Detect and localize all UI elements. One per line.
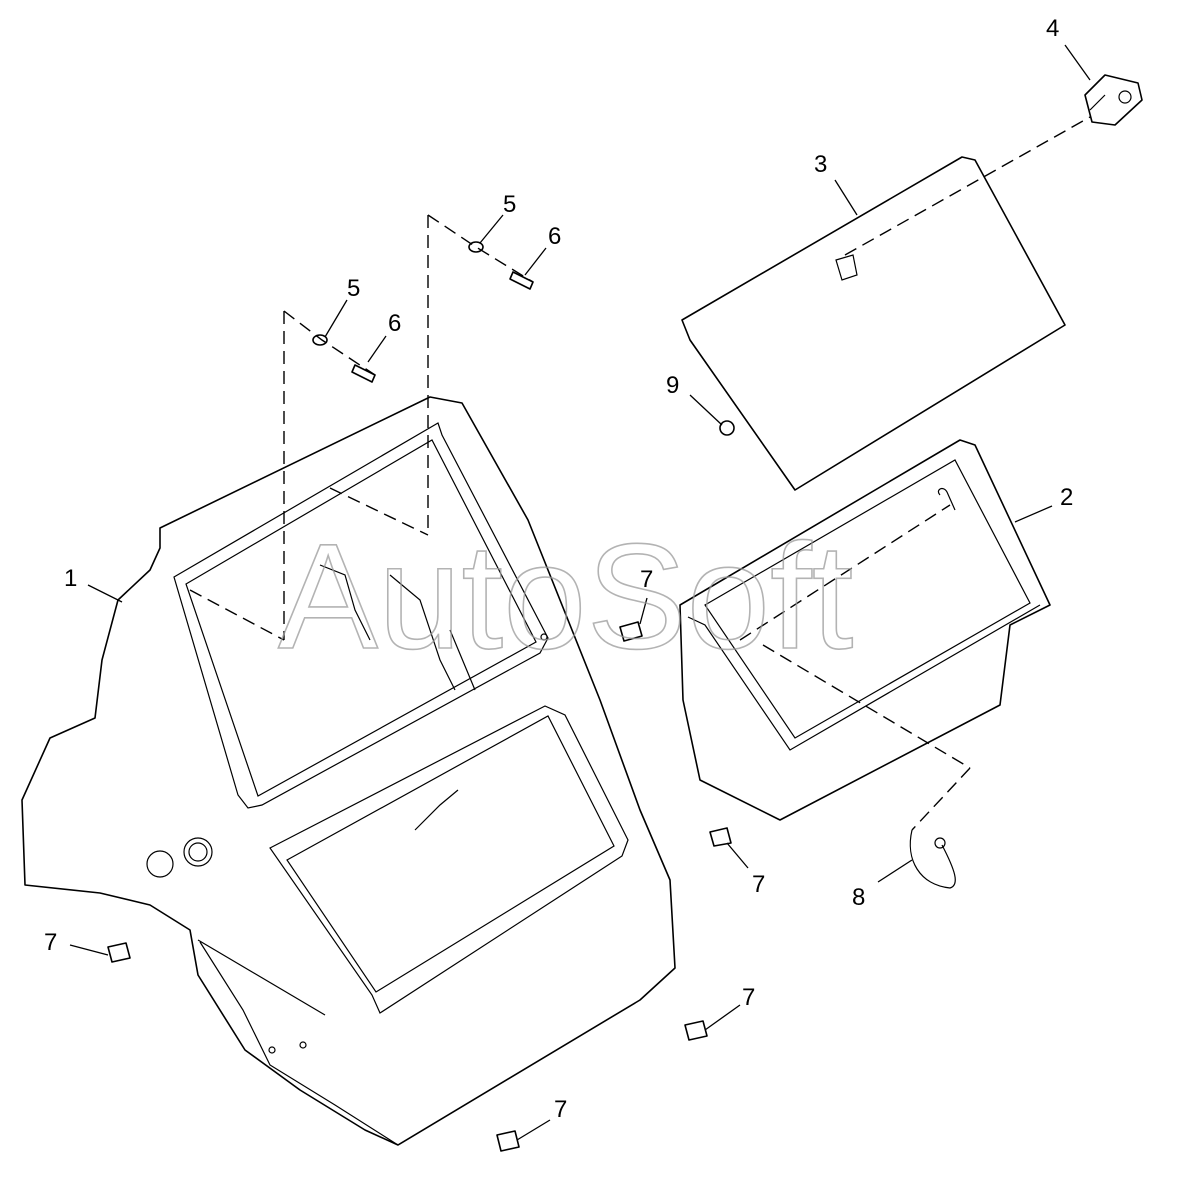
callout-7-c: 7 [44,929,57,956]
part-4-latch [1084,74,1143,126]
clip-7-a [619,621,643,642]
clip-7-c [107,942,131,963]
fastener-screw-6-right [509,271,534,290]
callout-7-e: 7 [554,1096,567,1123]
callout-8: 8 [852,884,865,911]
callout-5-left: 5 [347,275,360,302]
callout-7-d: 7 [742,984,755,1011]
callout-4: 4 [1046,15,1059,42]
part-2-glove-box-bin [679,439,1051,821]
callout-6-right: 6 [548,223,561,250]
callout-3: 3 [814,151,827,178]
watermark-text: AutoSoft [278,512,853,680]
callout-2: 2 [1060,484,1073,511]
clip-7-b [709,827,732,847]
callout-1: 1 [64,565,77,592]
part-1-instrument-panel [21,396,676,1146]
clip-7-d [684,1020,708,1041]
part-3-glove-box-door [681,156,1066,491]
callout-9: 9 [666,372,679,399]
callouts: 1 2 3 4 5 5 6 6 7 7 7 7 7 8 9 [44,15,1073,1123]
callout-6-left: 6 [388,310,401,337]
fastener-screw-6-left [351,364,376,383]
part-9-bumper [719,420,735,436]
callout-7-b: 7 [752,871,765,898]
leader-lines [69,44,1091,1141]
assembly-lines [189,116,1091,831]
fastener-washer-5-left [312,334,328,346]
callout-7-a: 7 [640,566,653,593]
part-8-check-strap [909,829,956,889]
clip-7-e [496,1130,520,1152]
callout-5-right: 5 [503,191,516,218]
